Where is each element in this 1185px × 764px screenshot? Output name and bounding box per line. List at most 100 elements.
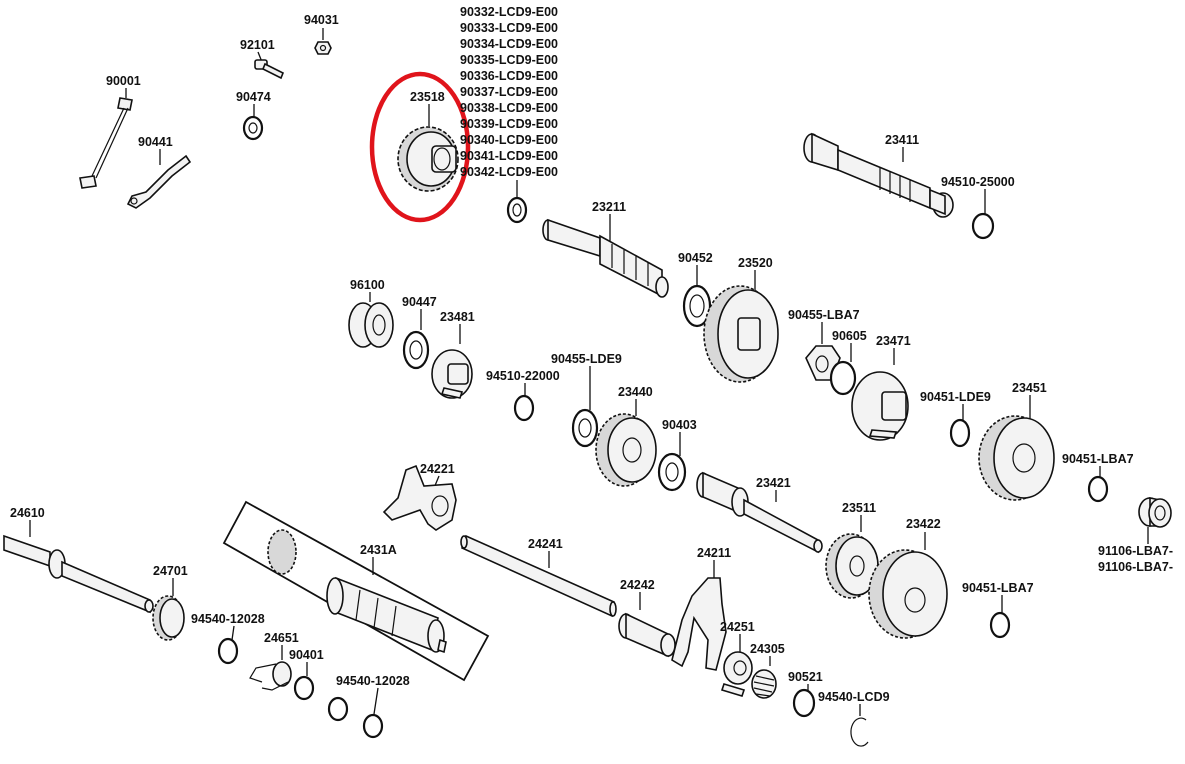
label-91106-a: 91106-LBA7- [1098, 544, 1173, 558]
label-90605: 90605 [832, 329, 867, 343]
part-24221-shift-fork[interactable] [382, 464, 457, 531]
label-23518: 23518 [410, 90, 445, 104]
part-90521-washer[interactable] [792, 684, 816, 718]
part-90441-shift-arm[interactable] [126, 149, 192, 209]
part-94510-22000-circlip[interactable] [513, 383, 535, 422]
label-23520: 23520 [738, 256, 773, 270]
part-23440-gear[interactable] [595, 399, 657, 487]
part-90001-rod[interactable] [79, 88, 133, 189]
part-24211-shift-fork[interactable] [671, 560, 727, 671]
part-90605-circlip[interactable] [829, 343, 857, 396]
part-2431a-drum-assembly[interactable] [222, 500, 490, 682]
code-line: 90336-LCD9-E00 [460, 69, 558, 83]
label-24305: 24305 [750, 642, 785, 656]
part-23211-mainshaft[interactable] [542, 214, 669, 298]
label-90474: 90474 [236, 90, 271, 104]
part-94540-lcd9-circlip[interactable] [850, 704, 869, 747]
label-23422: 23422 [906, 517, 941, 531]
label-90451-lba7-lower: 90451-LBA7 [962, 581, 1034, 595]
label-24221: 24221 [420, 462, 455, 476]
label-94540-lcd9: 94540-LCD9 [818, 690, 890, 704]
part-23518-gear[interactable] [397, 104, 459, 192]
part-94031-nut[interactable] [314, 28, 332, 55]
label-90455-lde9: 90455-LDE9 [551, 352, 622, 366]
code-line: 90340-LCD9-E00 [460, 133, 558, 147]
label-94540-12028-b: 94540-12028 [336, 674, 410, 688]
part-90455-lde9-washer[interactable] [571, 366, 599, 448]
label-96100: 96100 [350, 278, 385, 292]
part-shim-washer[interactable] [506, 180, 528, 224]
part-90452-washer[interactable] [682, 265, 712, 328]
label-90401: 90401 [289, 648, 324, 662]
label-24651: 24651 [264, 631, 299, 645]
part-90403-washer[interactable] [657, 432, 687, 492]
label-90455-lba7: 90455-LBA7 [788, 308, 860, 322]
label-94031: 94031 [304, 13, 339, 27]
part-23511-gear[interactable] [825, 515, 879, 599]
label-23471: 23471 [876, 334, 911, 348]
code-line: 90333-LCD9-E00 [460, 21, 558, 35]
label-23511: 23511 [842, 501, 876, 515]
part-90451-lba7-washer-lower[interactable] [989, 595, 1011, 639]
part-24242-sleeve[interactable] [618, 592, 676, 658]
part-92101-bolt[interactable] [254, 51, 285, 80]
label-90452: 90452 [678, 251, 713, 265]
label-92101: 92101 [240, 38, 275, 52]
part-96100-bearing[interactable] [348, 292, 394, 348]
code-line: 90341-LCD9-E00 [460, 149, 558, 163]
part-24251-pawl[interactable] [720, 634, 753, 697]
label-94510-22000: 94510-22000 [486, 369, 560, 383]
red-highlight-circle [369, 71, 471, 223]
label-23440: 23440 [618, 385, 653, 399]
part-23411-shaft[interactable] [803, 132, 954, 218]
part-90447-washer[interactable] [402, 309, 430, 370]
label-24241: 24241 [528, 537, 563, 551]
code-line: 90342-LCD9-E00 [460, 165, 558, 179]
part-24610-shaft[interactable] [3, 520, 154, 614]
label-94540-12028-a: 94540-12028 [191, 612, 265, 626]
label-23451: 23451 [1012, 381, 1047, 395]
part-23451-gear[interactable] [978, 395, 1055, 501]
part-90451-lba7-washer-right[interactable] [1087, 466, 1109, 503]
part-23481-collar[interactable] [431, 324, 473, 399]
label-90447: 90447 [402, 295, 437, 309]
label-24701: 24701 [153, 564, 188, 578]
part-94510-25000-circlip[interactable] [971, 189, 995, 240]
label-24610: 24610 [10, 506, 45, 520]
part-24701-gear[interactable] [152, 578, 185, 641]
label-90521: 90521 [788, 670, 823, 684]
code-line: 90337-LCD9-E00 [460, 85, 558, 99]
part-23422-gear[interactable] [868, 532, 948, 639]
label-23411: 23411 [885, 133, 919, 147]
label-90001: 90001 [106, 74, 141, 88]
part-91106-bearing[interactable] [1138, 497, 1172, 544]
part-24651-spring[interactable] [249, 645, 292, 691]
code-line: 90339-LCD9-E00 [460, 117, 558, 131]
label-90451-lba7-right: 90451-LBA7 [1062, 452, 1134, 466]
part-23520-gear[interactable] [703, 270, 779, 383]
label-90441: 90441 [138, 135, 173, 149]
code-line: 90338-LCD9-E00 [460, 101, 558, 115]
label-24211: 24211 [697, 546, 731, 560]
part-90451-lde9-washer[interactable] [949, 404, 971, 448]
code-line: 90332-LCD9-E00 [460, 5, 558, 19]
part-24305-spring[interactable] [751, 656, 777, 699]
part-23421-countershaft[interactable] [696, 471, 823, 554]
code-line: 90335-LCD9-E00 [460, 53, 558, 67]
part-94540-12028-circlip-a[interactable] [217, 625, 239, 665]
part-90401-washer[interactable] [293, 662, 315, 701]
label-90403: 90403 [662, 418, 697, 432]
label-23211: 23211 [592, 200, 626, 214]
code-line: 90334-LCD9-E00 [460, 37, 558, 51]
label-91106-b: 91106-LBA7- [1098, 560, 1173, 574]
part-23471-collar[interactable] [851, 348, 909, 441]
label-23421: 23421 [756, 476, 791, 490]
label-23481: 23481 [440, 310, 475, 324]
part-number-list: 90332-LCD9-E00 90333-LCD9-E00 90334-LCD9… [460, 5, 558, 179]
part-90474-washer[interactable] [242, 104, 264, 141]
label-24251: 24251 [720, 620, 755, 634]
part-94540-12028-circlip-b[interactable] [327, 687, 384, 739]
part-24241-shift-rod[interactable] [460, 534, 617, 618]
label-24242: 24242 [620, 578, 655, 592]
